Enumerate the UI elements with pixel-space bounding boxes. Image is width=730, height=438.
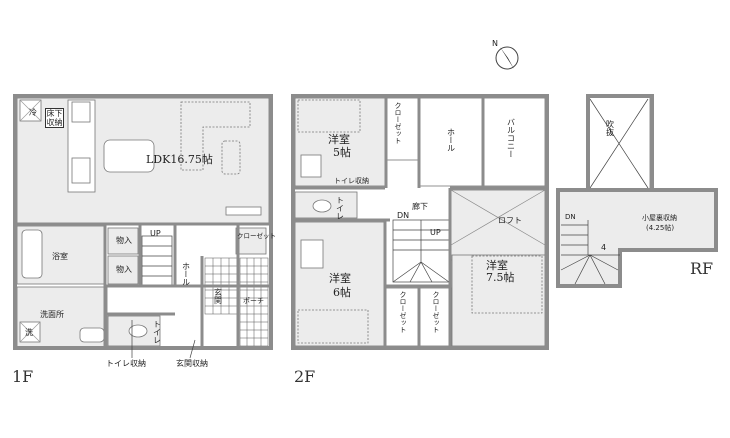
- callout-toilet-storage: トイレ収納: [106, 358, 146, 368]
- floor-1f: 冷 床下収納 LDK16.75帖 浴室 物入 物入 UP ホール クローゼット …: [12, 94, 276, 386]
- label-room-6-size: 6帖: [333, 286, 351, 299]
- label-step: 4: [601, 243, 606, 252]
- label-storage-2: 物入: [116, 264, 132, 274]
- label-toilet-storage-2f: トイレ収納: [334, 176, 369, 185]
- closet-c: [419, 287, 453, 347]
- label-entrance: 玄関: [214, 287, 223, 305]
- label-toilet-1f: トイレ: [153, 320, 162, 344]
- floor-label-rf: RF: [690, 259, 713, 278]
- label-hall-2f: ホール: [447, 128, 456, 152]
- sofa: [180, 101, 251, 171]
- label-storage-1: 物入: [116, 235, 132, 245]
- label-room-5-size: 5帖: [333, 146, 351, 159]
- label-bath: 浴室: [52, 251, 68, 261]
- label-toilet-2f: トイレ: [336, 196, 345, 220]
- label-room-6: 洋室: [329, 271, 351, 285]
- tv-board: [225, 206, 262, 216]
- balcony: [483, 97, 546, 187]
- bed: [297, 309, 369, 344]
- label-dn-rf: DN: [565, 213, 576, 221]
- desk: [300, 154, 322, 178]
- label-loft: ロフト: [498, 216, 522, 225]
- room-western-7-5: [451, 254, 546, 347]
- label-hall-1f: ホール: [182, 262, 191, 286]
- label-closet-c: クローゼット: [432, 291, 440, 333]
- label-underfloor-storage: 床下収納: [45, 108, 64, 128]
- dining-table: [103, 139, 155, 173]
- label-fridge: 冷: [29, 107, 37, 117]
- underfloor-storage-box: 床下収納: [45, 108, 64, 128]
- room-loft: [450, 189, 546, 261]
- label-void: 吹抜: [606, 119, 615, 137]
- label-closet-b: クローゼット: [399, 291, 407, 333]
- bed: [297, 99, 361, 133]
- label-room-5: 洋室: [328, 132, 350, 146]
- room-storage-2: [107, 255, 139, 285]
- closet-b: [385, 287, 421, 347]
- label-corridor: 廊下: [412, 201, 428, 211]
- label-attic: 小屋裏収納: [642, 213, 677, 222]
- label-attic-size: (4.25帖): [646, 223, 674, 232]
- floor-2f: 洋室 5帖 クローゼット ホール バルコニー トイレ収納 トイレ 廊下 DN U…: [291, 94, 549, 386]
- bed: [471, 255, 543, 314]
- label-closet-1f: クローゼット: [237, 231, 276, 240]
- room-closet-1f: [235, 227, 267, 255]
- label-ldk: LDK16.75帖: [146, 153, 213, 166]
- room-hall-2f: [419, 97, 483, 187]
- label-washroom: 洗面所: [40, 309, 64, 319]
- label-closet-a: クローゼット: [394, 102, 402, 144]
- room-attic-storage: [556, 188, 718, 288]
- floor-rf: 吹抜 DN 4 小屋裏収納 (4.25帖) RF: [556, 94, 718, 288]
- label-porch: ポーチ: [243, 297, 264, 305]
- label-washer: 洗: [25, 327, 33, 337]
- label-up-1f: UP: [150, 229, 161, 238]
- room-storage-1: [107, 227, 139, 255]
- compass-north-label: N: [492, 39, 498, 48]
- desk: [300, 239, 324, 269]
- label-up-2f: UP: [430, 228, 441, 237]
- floor-label-1f: 1F: [12, 367, 33, 386]
- label-dn-2f: DN: [397, 211, 409, 220]
- floor-label-2f: 2F: [294, 367, 315, 386]
- closet-a: [385, 97, 419, 161]
- label-balcony: バルコニー: [507, 118, 516, 158]
- sink-icon: [71, 157, 91, 184]
- stove-icon: [71, 101, 91, 123]
- label-room-7-5: 洋室: [486, 258, 508, 272]
- callout-entrance-storage: 玄関収納: [176, 358, 208, 368]
- label-room-7-5-size: 7.5帖: [486, 271, 515, 284]
- compass-icon: N: [492, 39, 519, 70]
